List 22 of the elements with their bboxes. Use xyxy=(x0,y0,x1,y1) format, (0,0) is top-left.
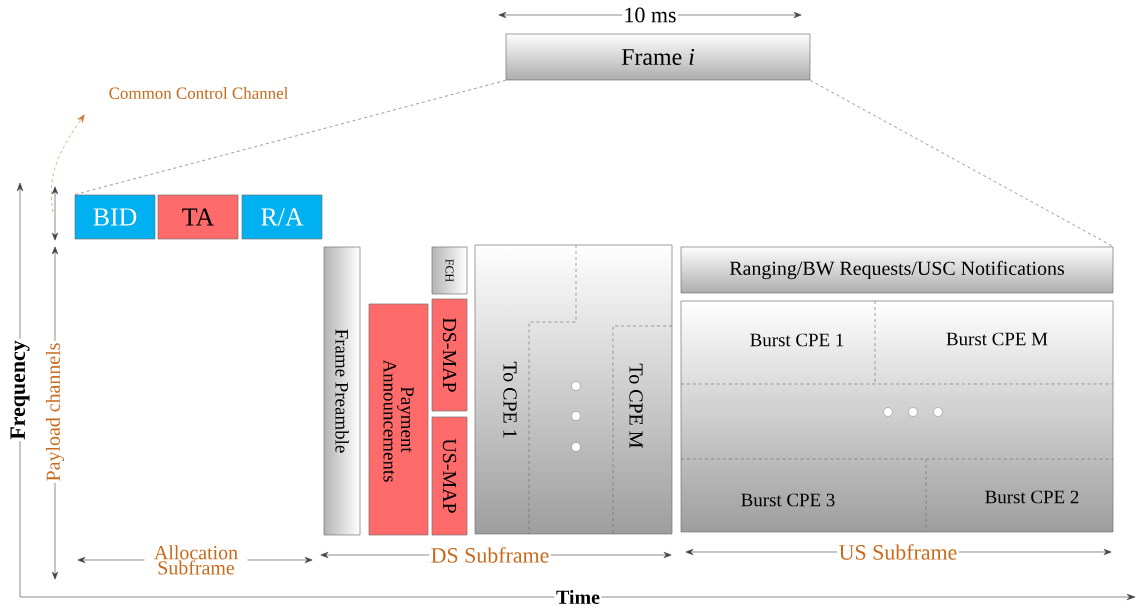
dimension-label: 10 ms xyxy=(622,6,678,24)
field-box: BID xyxy=(74,194,156,240)
fch-box: FCH xyxy=(431,246,468,295)
map-box: US-MAP xyxy=(431,416,468,536)
zoom-line xyxy=(810,80,1114,247)
dimension-label: Allocation Subframe xyxy=(144,543,248,577)
preamble-bar: Frame Preamble xyxy=(323,246,361,536)
map-box: DS-MAP xyxy=(431,298,468,412)
dimension-label: DS Subframe xyxy=(429,545,551,565)
ranging-box: Ranging/BW Requests/USC Notifications xyxy=(680,246,1114,294)
dimension-label: Payload channels xyxy=(44,341,66,483)
channel-label: Common Control Channel xyxy=(109,87,289,99)
axis-label: Frequency xyxy=(9,338,32,442)
field-box: R/A xyxy=(241,194,323,240)
burst-region-box: Burst CPE 1 Burst CPE M Burst CPE 3 Burst CPE 2 xyxy=(680,300,1114,533)
axis-label: Time xyxy=(554,588,602,606)
announcement-box: Payment Announcements xyxy=(368,303,429,536)
field-box: TA xyxy=(157,194,239,240)
frame-box: Frame i xyxy=(505,33,811,81)
zoom-line xyxy=(74,80,506,195)
burst-region-box: To CPE 1 To CPE M xyxy=(474,244,673,535)
curved-arrow xyxy=(51,114,85,213)
